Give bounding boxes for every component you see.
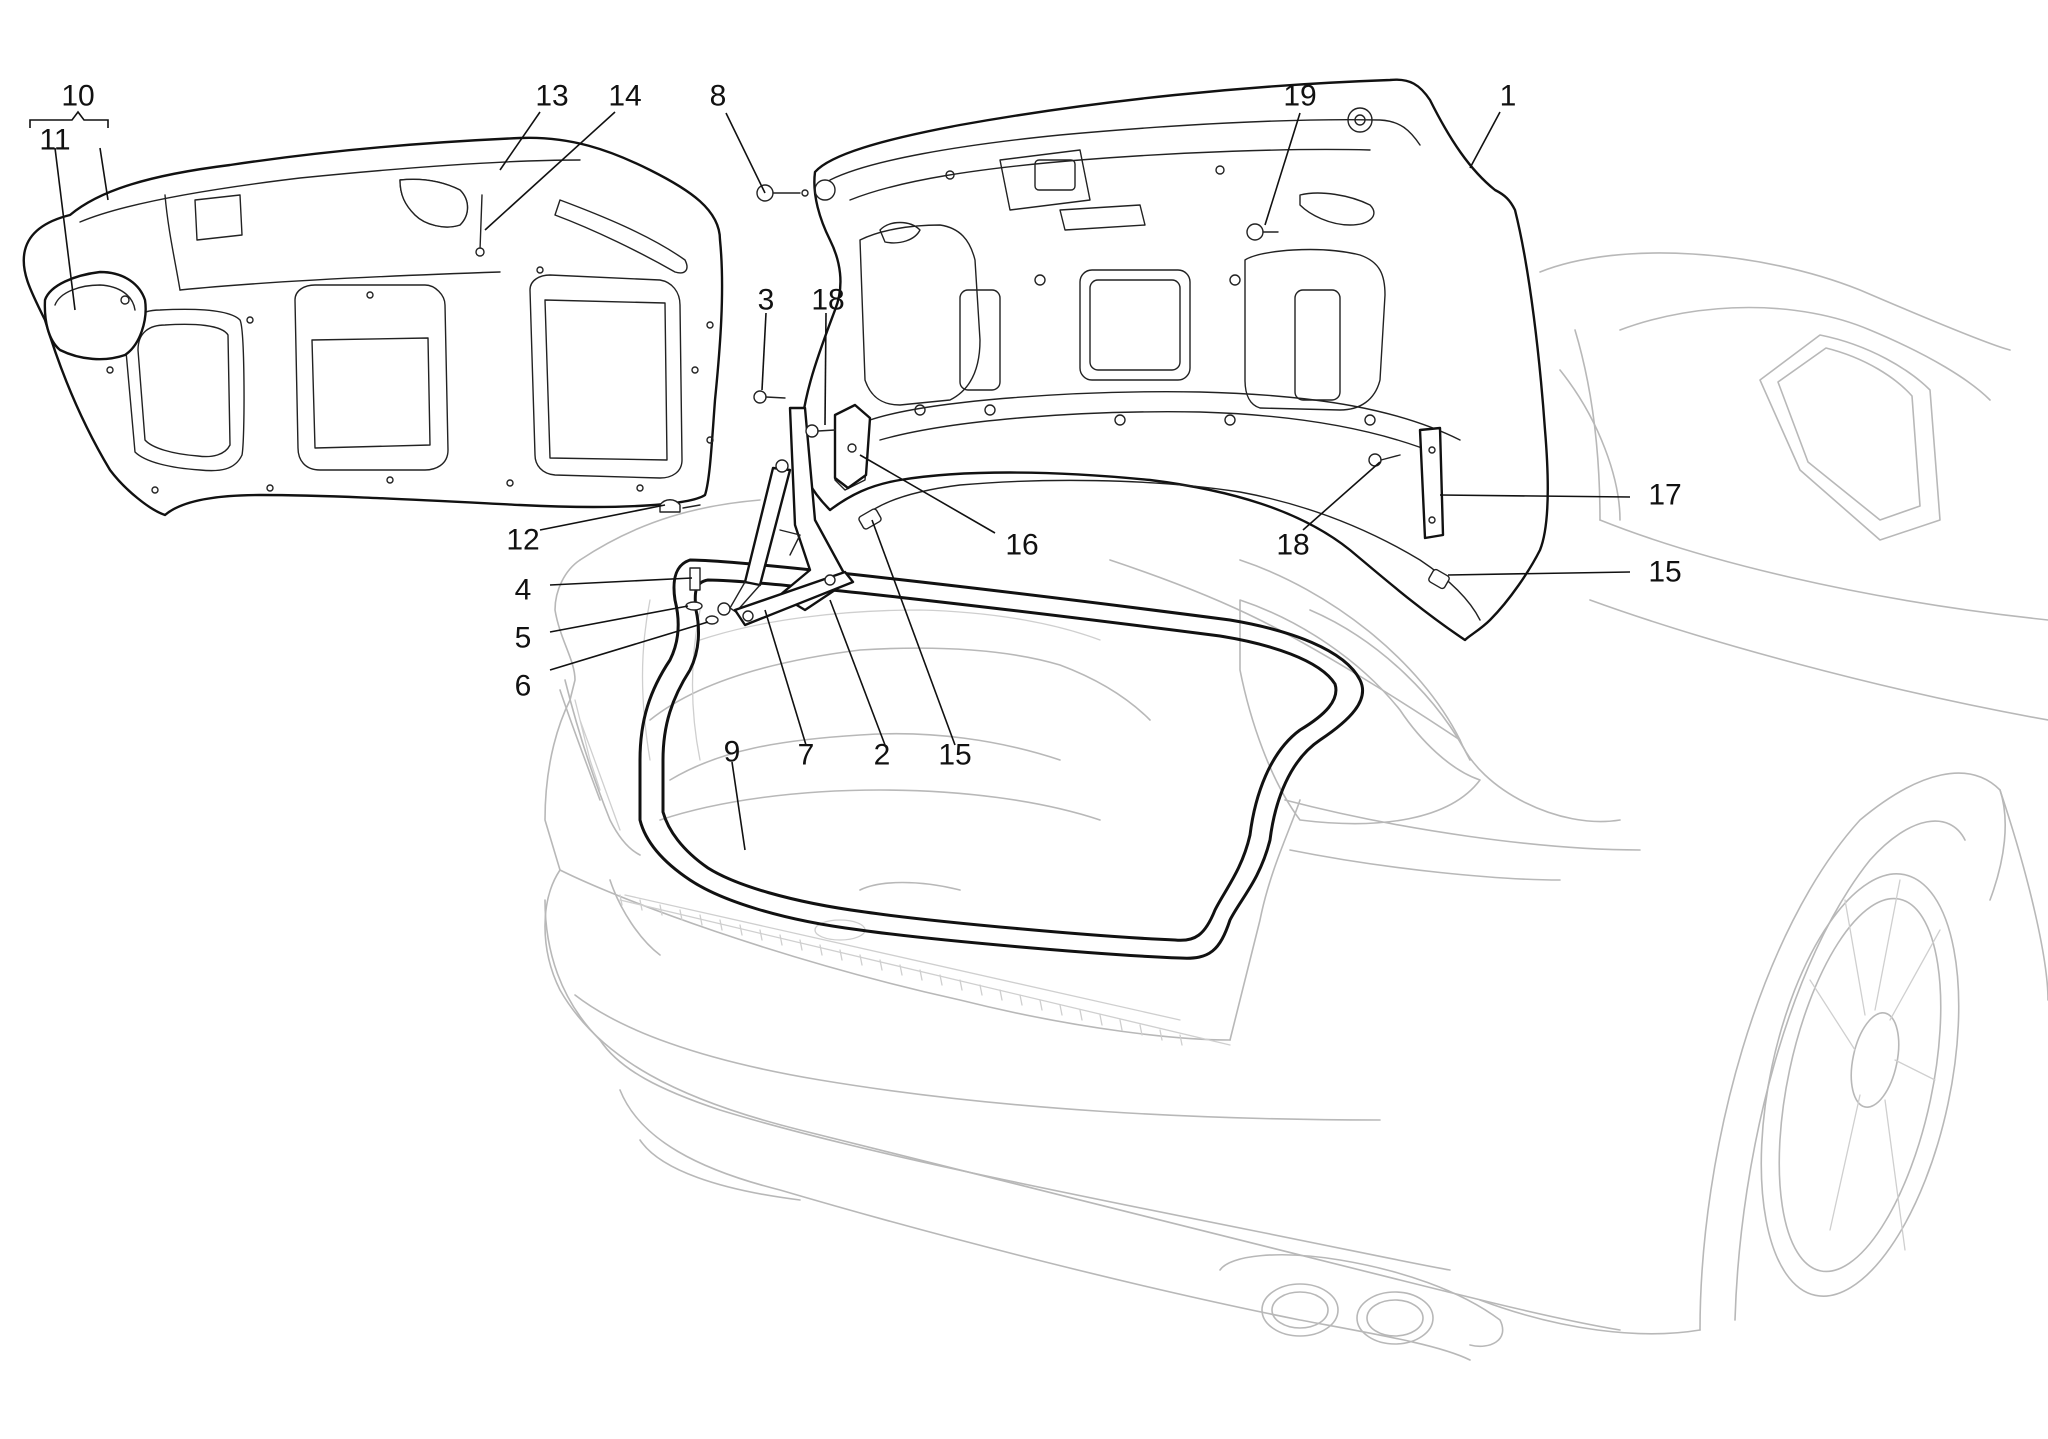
trunk-weatherstrip-seal (638, 558, 1365, 960)
callout-16: 16 (1005, 529, 1038, 562)
callout-2: 2 (874, 739, 891, 772)
callout-13: 13 (535, 80, 568, 113)
callout-9: 9 (724, 736, 741, 769)
callout-10: 10 (61, 80, 94, 113)
callout-1: 1 (1500, 80, 1517, 113)
callout-6: 6 (515, 670, 532, 703)
callout-19: 19 (1283, 80, 1316, 113)
trunk-lid (798, 78, 1549, 642)
callout-5: 5 (515, 622, 532, 655)
leader-lines (29, 110, 1631, 851)
callout-8: 8 (710, 80, 727, 113)
callout-labels: 10 11 13 14 8 19 1 3 18 12 16 18 17 15 4… (39, 80, 1681, 772)
callout-15-right: 15 (1648, 556, 1681, 589)
callout-4: 4 (515, 574, 532, 607)
callout-17: 17 (1648, 479, 1681, 512)
callout-11: 11 (39, 124, 70, 157)
callout-14: 14 (608, 80, 641, 113)
callout-15-left: 15 (938, 739, 971, 772)
car-body-outline (544, 252, 2048, 1361)
trunk-lid-trim-panel (22, 136, 724, 517)
callout-18-right: 18 (1276, 529, 1309, 562)
callout-3: 3 (758, 284, 775, 317)
callout-18-left: 18 (811, 284, 844, 317)
callout-7: 7 (798, 739, 815, 772)
callout-12: 12 (506, 524, 539, 557)
